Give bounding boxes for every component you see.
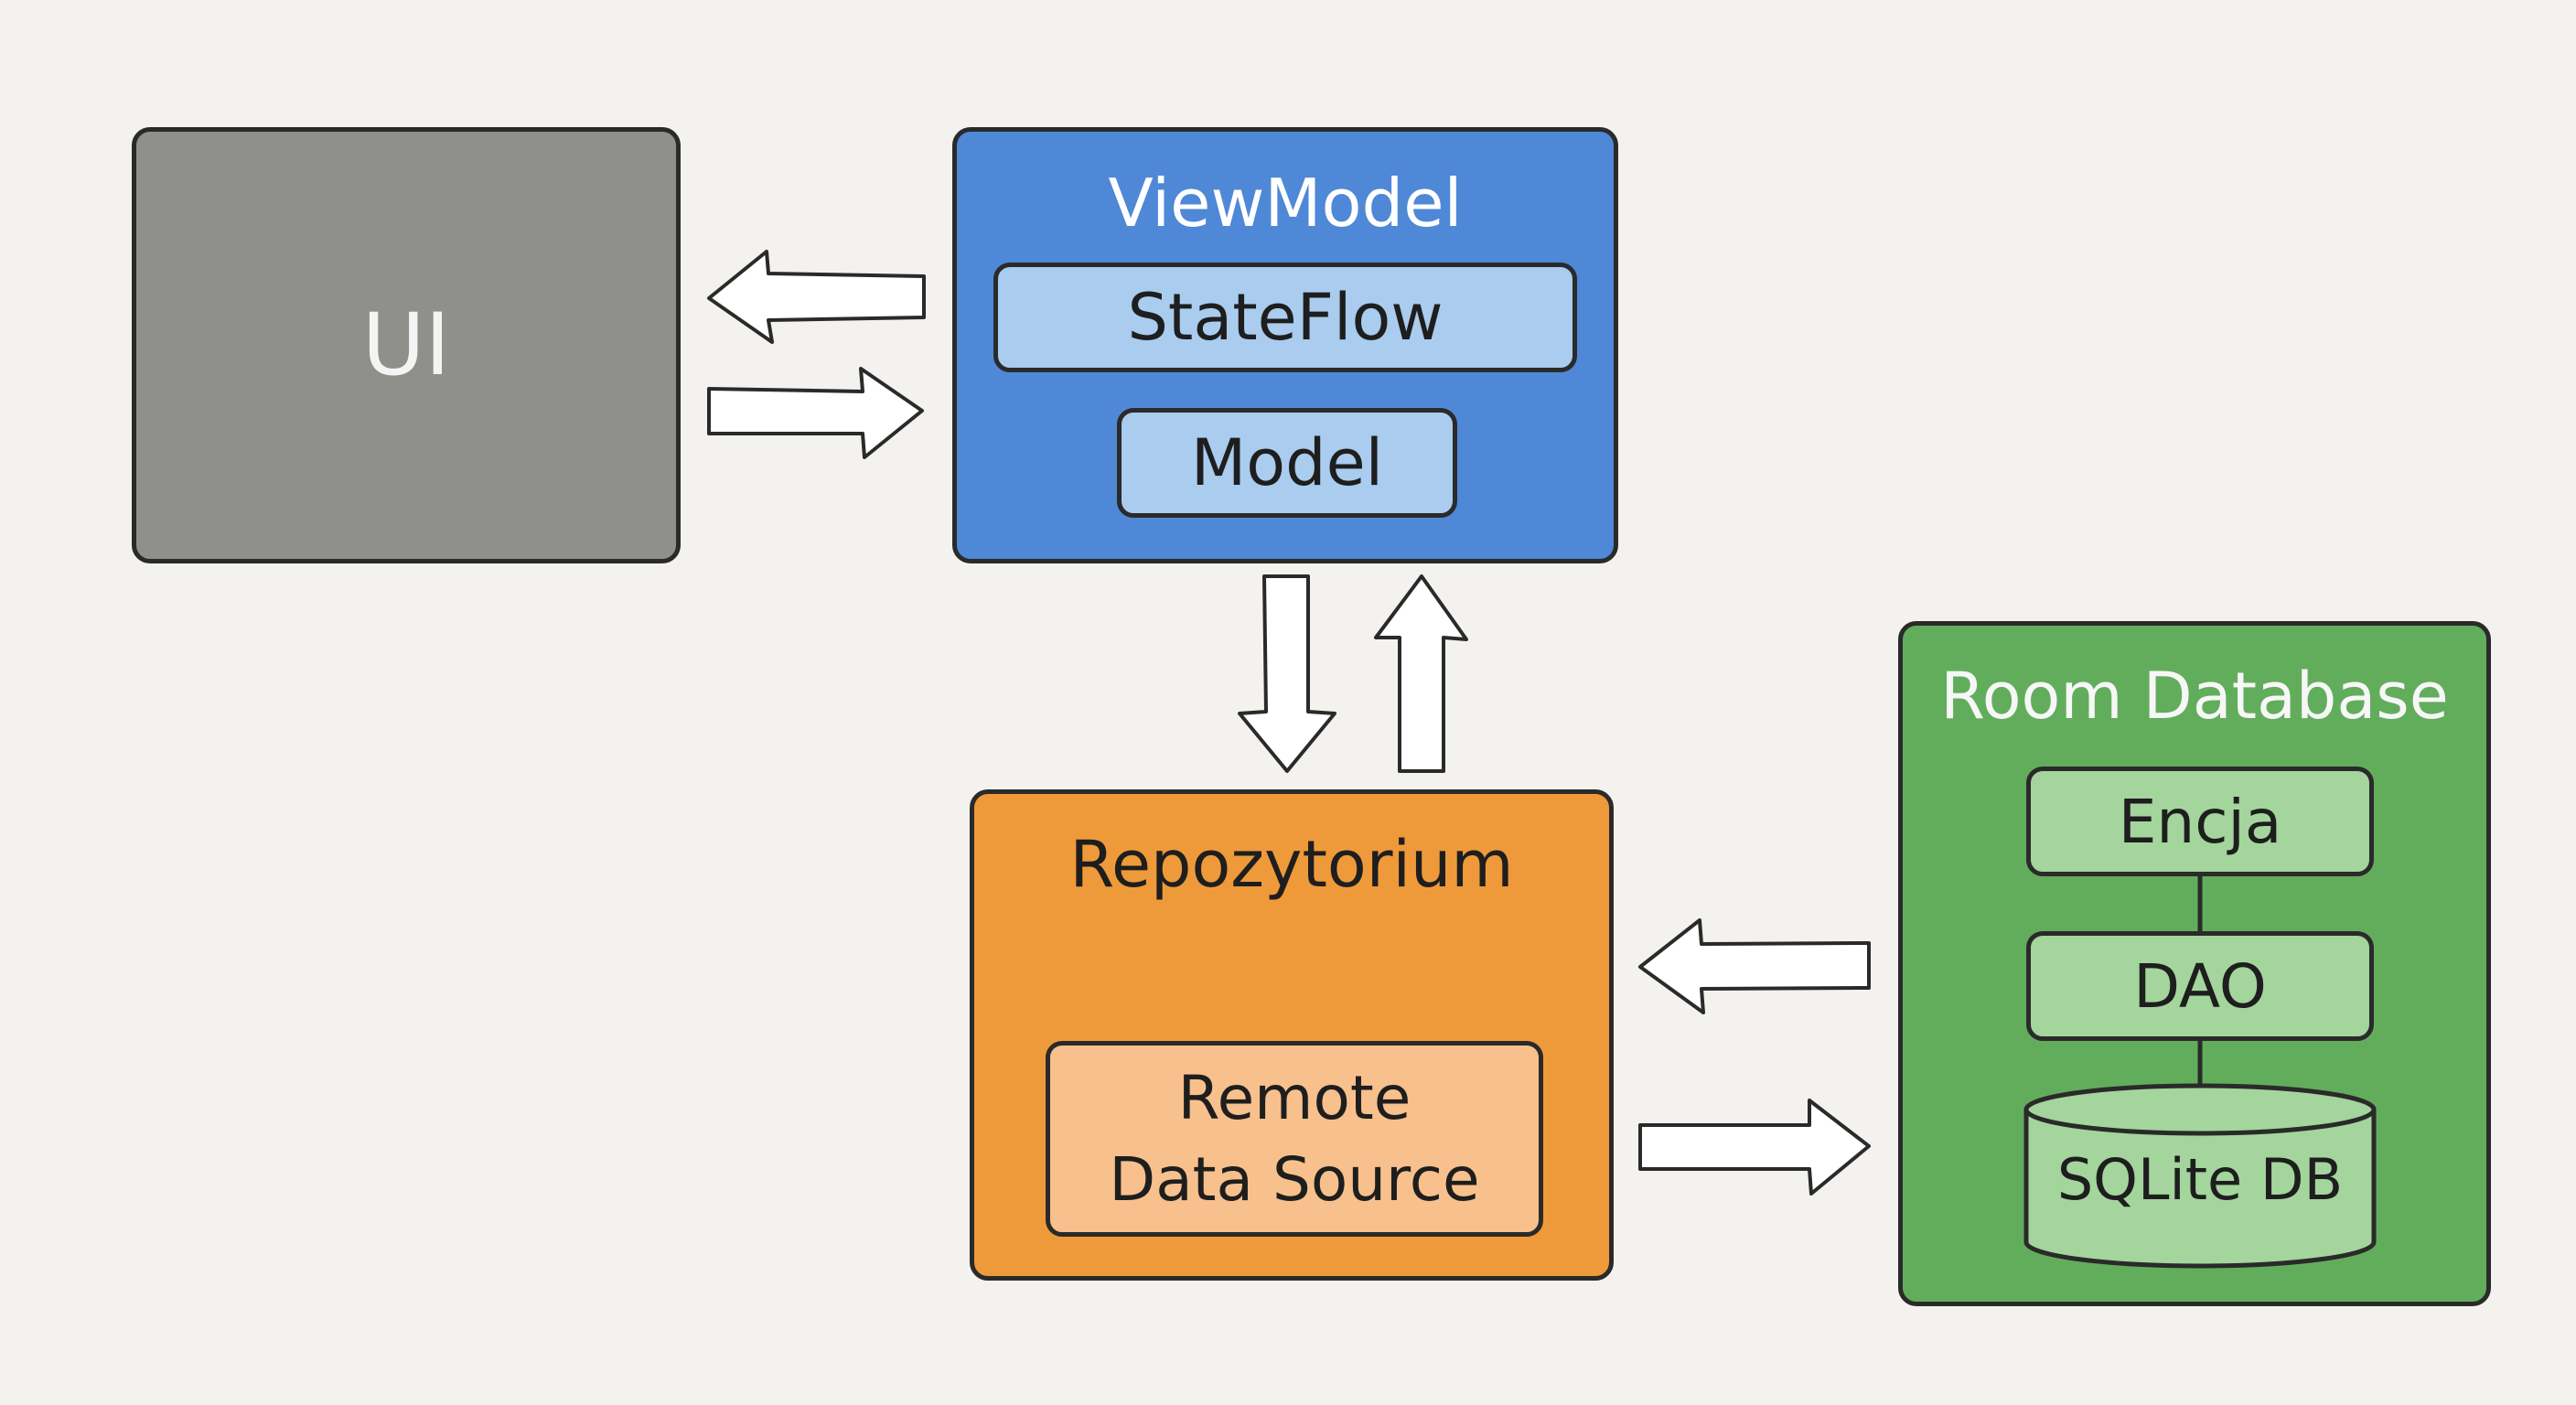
arrow-repository-to-room: [1638, 1099, 1871, 1196]
remote-data-source-line1: Remote: [1177, 1062, 1411, 1133]
arrow-ui-to-viewmodel: [707, 367, 924, 459]
arrow-viewmodel-to-ui: [707, 250, 926, 344]
arrow-repository-to-viewmodel: [1374, 574, 1468, 773]
sqlite-cylinder-icon: [2023, 1083, 2377, 1269]
arrow-viewmodel-to-repository: [1238, 574, 1336, 773]
viewmodel-title: ViewModel: [1108, 165, 1463, 241]
remote-data-source-line2: Data Source: [1109, 1144, 1480, 1215]
repository-box: Repozytorium Remote Data Source: [970, 789, 1614, 1281]
room-database-box: Room Database Encja DAO SQLite DB: [1898, 621, 2491, 1306]
stateflow-box: StateFlow: [993, 263, 1577, 372]
stateflow-label: StateFlow: [1127, 280, 1444, 355]
dao-label: DAO: [2133, 950, 2267, 1022]
viewmodel-box: ViewModel StateFlow Model: [952, 127, 1618, 563]
sqlite-db-label: SQLite DB: [2056, 1145, 2344, 1213]
room-internal-connectors: [2023, 876, 2377, 1269]
remote-data-source-box: Remote Data Source: [1046, 1041, 1543, 1237]
ui-label: UI: [361, 295, 451, 395]
room-database-title: Room Database: [1940, 659, 2449, 734]
model-box: Model: [1117, 408, 1457, 518]
repository-title: Repozytorium: [1069, 827, 1514, 902]
dao-box: DAO: [2026, 931, 2374, 1041]
arrow-room-to-repository: [1638, 918, 1871, 1014]
ui-box: UI: [132, 127, 681, 563]
entity-label: Encja: [2118, 786, 2282, 857]
model-label: Model: [1190, 425, 1384, 500]
entity-box: Encja: [2026, 767, 2374, 876]
